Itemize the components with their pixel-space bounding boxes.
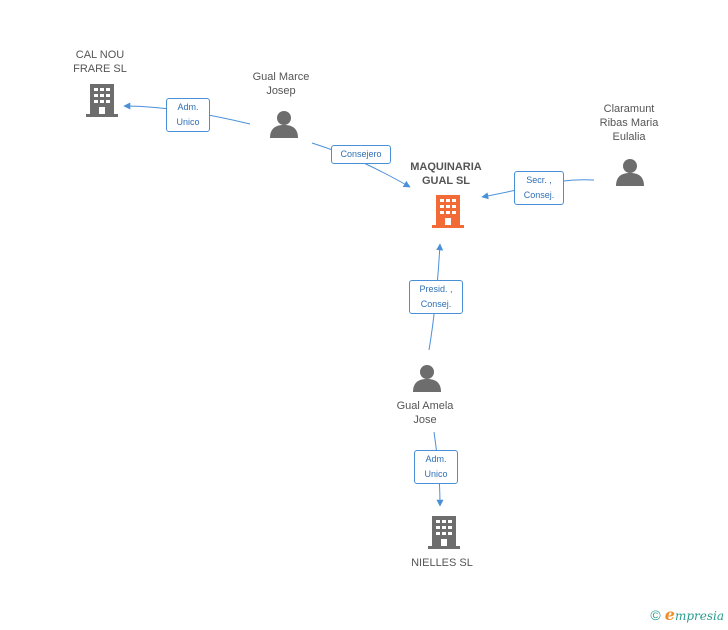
edge-label-consejero: Consejero xyxy=(331,145,391,164)
person-icon xyxy=(270,111,298,138)
edge-label-adm-unico-2: Adm. Unico xyxy=(414,450,458,484)
edge-label-adm-unico: Adm. Unico xyxy=(166,98,210,132)
person-icon xyxy=(413,365,441,392)
copyright-symbol: © xyxy=(650,606,661,623)
main-building-icon xyxy=(432,195,464,228)
building-icon xyxy=(86,84,118,117)
edge-label-secr-consej: Secr. , Consej. xyxy=(514,171,564,205)
empresia-logo: © empresia xyxy=(650,605,724,624)
node-label-cal-nou[interactable]: CAL NOU FRARE SL xyxy=(73,49,127,75)
node-label-maquinaria[interactable]: MAQUINARIA GUAL SL xyxy=(410,161,482,187)
node-label-nielles[interactable]: NIELLES SL xyxy=(411,557,473,569)
person-icon xyxy=(616,159,644,186)
brand-e: e xyxy=(664,605,675,624)
node-label-gual-marce[interactable]: Gual Marce Josep xyxy=(252,71,310,97)
edge-label-presid-consej: Presid. , Consej. xyxy=(409,280,463,314)
node-label-claramunt[interactable]: Claramunt Ribas Maria Eulalia xyxy=(599,103,659,143)
brand-rest: mpresia xyxy=(674,609,724,623)
node-label-gual-amela[interactable]: Gual Amela Jose xyxy=(396,400,454,426)
building-icon xyxy=(428,516,460,549)
